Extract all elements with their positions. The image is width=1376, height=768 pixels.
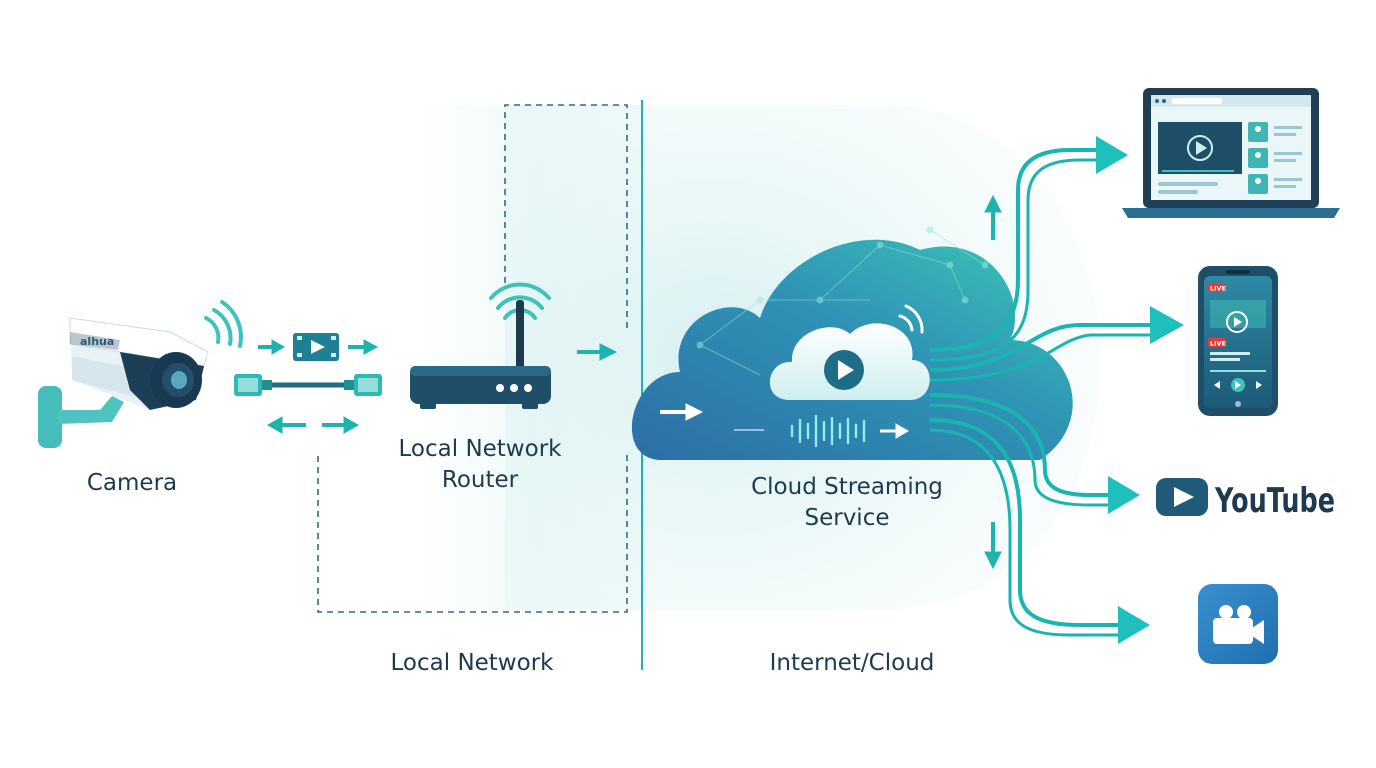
bidirectional-arrows	[266, 416, 360, 434]
youtube-logo-icon	[1156, 478, 1208, 516]
router-label-line1: Local Network	[398, 436, 562, 462]
wifi-router-icon	[410, 282, 551, 409]
laptop-video-icon	[1122, 88, 1340, 218]
cloud-play-icon	[769, 323, 930, 400]
cctv-camera-icon: alhua	[38, 300, 243, 448]
audio-wave-icon	[790, 414, 866, 448]
local-network-zone-label: Local Network	[390, 650, 554, 676]
smartphone-live-icon: LIVE LIVE	[1198, 266, 1278, 416]
phone-live-badge-1: LIVE	[1210, 285, 1226, 293]
local-network-boundary	[317, 104, 628, 613]
ethernet-cable-icon	[234, 374, 382, 396]
cloud-service-icon	[631, 226, 1073, 460]
outgoing-arrowheads	[1096, 136, 1184, 644]
outgoing-streams	[929, 148, 1160, 637]
cloud-label-line1: Cloud Streaming	[751, 474, 943, 500]
router-label-line2: Router	[441, 467, 519, 493]
scale-arrows	[984, 194, 1002, 570]
video-camera-app-icon	[1198, 584, 1278, 664]
camera-brand-text: alhua	[80, 335, 114, 348]
video-frame-icon	[293, 333, 339, 361]
cloud-label-line2: Service	[804, 505, 890, 531]
data-arrows-top	[258, 339, 379, 355]
upload-arrow-small	[577, 343, 618, 361]
phone-live-badge-2: LIVE	[1210, 340, 1226, 348]
local-zone-fade	[420, 105, 642, 610]
cloud-inner-arrows	[660, 403, 909, 439]
youtube-wordmark: YouTube	[1214, 481, 1335, 521]
internet-cloud-zone-label: Internet/Cloud	[769, 650, 935, 676]
camera-label: Camera	[86, 470, 178, 496]
